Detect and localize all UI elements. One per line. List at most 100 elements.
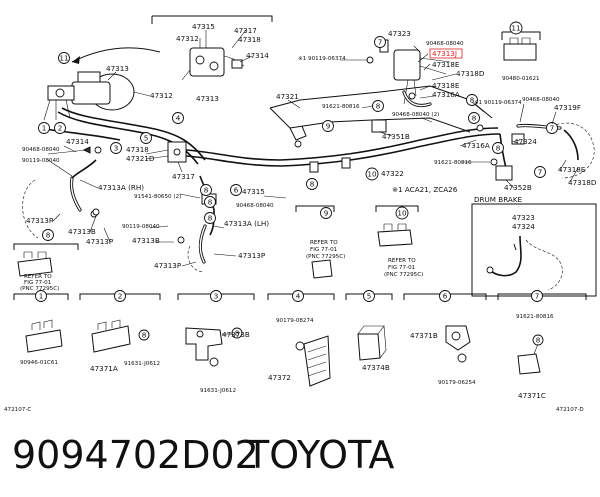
callout-10a: 10 [367,170,377,179]
label-drum-brake: DRUM BRAKE [474,195,523,204]
refer-8-line3: (PNC 77295C) [20,286,59,292]
label-47318-left: 47318 [126,145,149,154]
clip-box1-fingers [31,319,53,330]
label-47313P-left: 47313P [26,216,54,225]
callout-6: 6 [234,186,239,195]
label-47314-left: 47314 [66,137,89,146]
label-box4-a: 90179-08274 [276,318,314,324]
box6-callout: 6 [443,292,448,301]
label-47323-tr: 47323 [388,29,411,38]
box7-inner-circle [532,334,544,346]
box2-inner-circle [138,329,150,341]
bracket-box3 [185,327,223,361]
mc-lines [43,99,71,121]
label-90119-06374-b: ※1 90119-06374 [474,100,522,106]
lsp-bolt-icon [408,92,416,100]
leaders-top [199,29,253,63]
box5-callout: 5 [367,292,372,301]
footer-part-number: 9094702D02 [12,433,259,477]
leaders-right [459,101,579,189]
box9-bracket [295,205,335,212]
label-47318E-tr: 47318E [432,60,460,69]
bracket-47352B [495,165,513,181]
callout-circle-8d [306,178,318,190]
footer-brand: TOYOTA [245,433,394,477]
label-box6-a: 47371B [410,331,438,340]
label-box3-b: 91631-J0612 [200,388,236,394]
callout-9a: 9 [326,122,331,131]
box4-callout-circle [292,290,304,302]
callout-5: 5 [144,134,149,143]
box3-bolt-icon [209,357,219,367]
label-box5: 47374B [362,363,390,372]
callout-circle-8i [42,229,54,241]
refer-9-line3: (PNC 77295C) [306,254,345,260]
box5-callout-circle [363,290,375,302]
axle-bolt-icon [294,140,302,148]
leaders-lh [181,225,237,267]
callout-11: 11 [59,54,68,63]
box8-bracket [13,243,79,250]
label-47313P-mid: 47313P [154,261,182,270]
bolt-head-icon [82,146,91,154]
label-47324-drum: 47324 [512,222,535,231]
callout-circle-10a [365,167,379,181]
pipe-wheel [563,129,579,161]
label-47315-mid: 47315 [242,187,265,196]
box2-callout-circle [114,290,126,302]
callout-8i: 8 [46,231,51,240]
clip-box8-fingers [23,251,47,258]
callout-8c: 8 [208,214,213,223]
clip-box2 [91,325,131,353]
label-90468-2: 90468-08040 (2) [392,112,439,118]
clip-90480 [503,43,537,61]
code-right: 472107-D [556,407,584,413]
label-47352B: 47352B [504,183,532,192]
axle-beam-bottom [269,107,471,133]
label-90468-tr: 90468-08040 [426,41,464,47]
callout-4: 4 [176,114,181,123]
joint-bolt-icon [173,148,181,156]
drum-fitting-icon [486,266,494,274]
label-box4-b: 47372 [268,373,291,382]
box6-callout-circle [439,290,451,302]
label-47313A-RH: 47313A (RH) [98,183,144,192]
box1-callout: 1 [39,292,44,301]
pipe-clip-2 [341,157,351,169]
clip-box7 [517,353,541,375]
label-box2-a: 47371A [90,364,118,373]
callout-11b: 11 [511,24,520,33]
code-left: 472107-C [4,407,31,413]
pipe-main-1 [61,107,206,161]
label-47318-top: 47318 [238,35,261,44]
label-47318D-tr: 47318D [456,69,485,78]
refer-9-line2: FIG 77-01 [310,247,338,253]
label-90119-left: 90119-08040 [22,158,60,164]
clip-box2-fingers [97,319,121,330]
detail-boxes [13,205,587,387]
flex-hose-lh-inner [199,225,206,263]
callout-circle-6 [230,184,242,196]
label-90468-mid: 90468-08040 [236,203,274,209]
label-47313B-mid: 47313B [132,236,160,245]
label-90119-06374-a: ※1 90119-06374 [298,56,346,62]
callout-10b: 10 [397,209,407,218]
bracket-11 [502,31,541,40]
clip-box10-fingers [383,223,407,230]
label-47317-left: 47317 [172,172,195,181]
callout-circle-8h [492,142,504,154]
label-47314-top: 47314 [246,51,269,60]
callout-circle-1 [38,122,50,134]
refer-8-line2: FIG 77-01 [24,280,52,286]
wheel-rear-outline [547,122,595,179]
union-icon [94,146,102,154]
box3-inner-circle [231,327,243,339]
callout-circle-8f [466,94,478,106]
note-aca21: ※1 ACA21, ZCA26 [392,185,458,194]
label-47318E-tr2: 47318E [432,81,460,90]
part-labels: 47315 47317 47312 47318 47314 47313 4731… [4,22,597,413]
leader-lines [47,29,579,267]
clip-90480-fingers [509,37,531,44]
